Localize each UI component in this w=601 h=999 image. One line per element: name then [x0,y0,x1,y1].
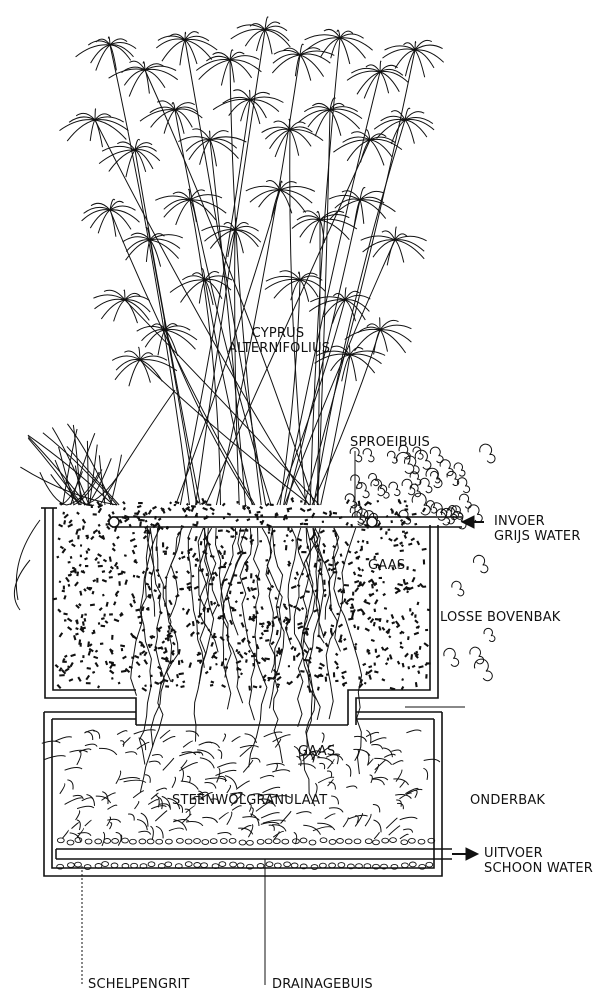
granulate-label: STEENWOLGRANULAAT [172,793,327,808]
input-label: INVOER GRIJS WATER [494,514,581,544]
input-arrow [462,516,484,528]
upper-tank-label: LOSSE BOVENBAK [440,610,561,625]
input-label-line1: INVOER [494,514,581,529]
shell-grit [57,838,435,870]
gauze-top-label: GAAS [368,558,405,573]
plant-label-line1: CYPRUS [228,326,328,341]
gauze-bottom-label: GAAS [298,744,335,759]
output-label-line1: UITVOER [484,846,593,861]
lower-tank-label: ONDERBAK [470,793,545,808]
output-label-line2: SCHOON WATER [484,861,593,876]
drain-pipe [56,849,452,859]
spray-pipe-label: SPROEIBUIS [350,435,430,450]
shell-grit-label: SCHELPENGRIT [88,977,190,992]
output-arrow [452,848,478,860]
plant-label: CYPRUS ALTERNIFOLIUS [228,326,328,356]
output-label: UITVOER SCHOON WATER [484,846,593,876]
rockwool-granulate [42,730,440,846]
input-label-line2: GRIJS WATER [494,529,581,544]
plant-label-line2: ALTERNIFOLIUS [228,341,328,356]
cyperus-plant [60,17,444,505]
drain-pipe-label: DRAINAGEBUIS [272,977,373,992]
upper-tank [41,508,438,725]
